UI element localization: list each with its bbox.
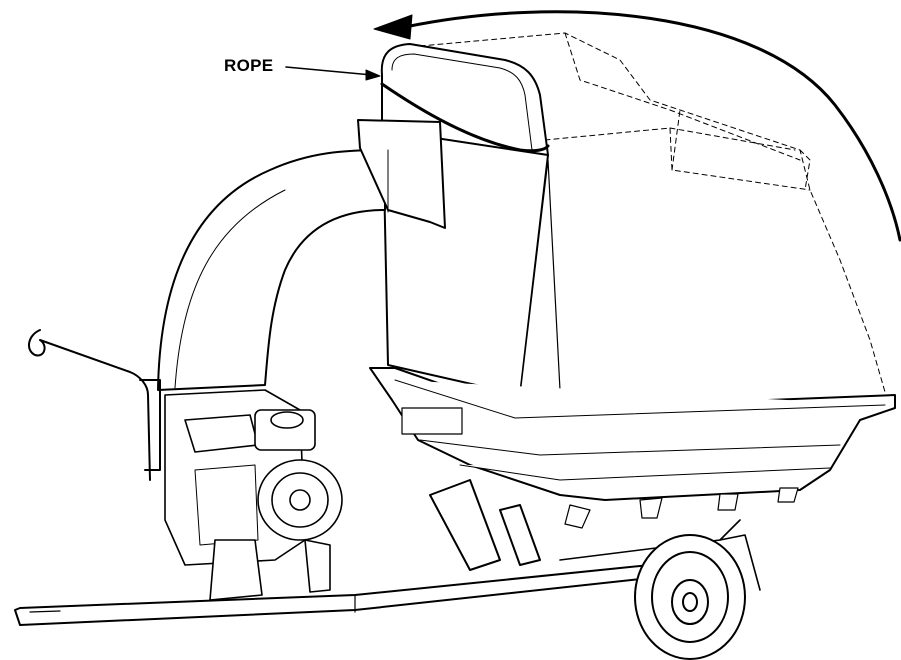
cart-frame [14, 519, 741, 626]
engine [164, 389, 343, 601]
rotation-arrow-icon [373, 10, 901, 242]
cart-support-legs [429, 479, 541, 571]
rope [380, 82, 550, 153]
rope-callout-label: ROPE [224, 56, 274, 75]
blower-chute [157, 119, 446, 391]
rope-pointer-arrow-icon [285, 66, 381, 81]
tipped-hopper-outline [419, 32, 886, 393]
cart-tub [369, 367, 896, 529]
tow-handle [28, 329, 161, 481]
cart-wheel [634, 534, 761, 660]
